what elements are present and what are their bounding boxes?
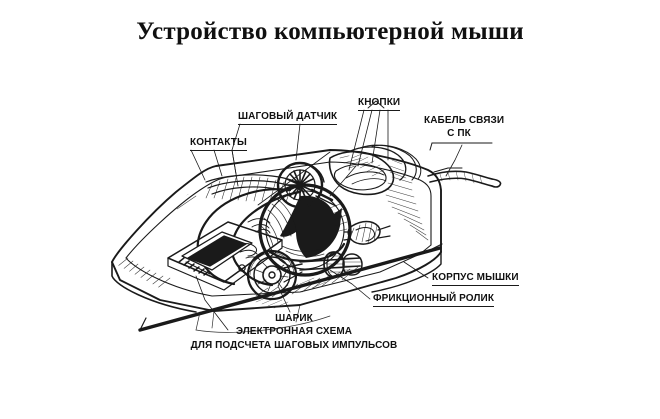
base-plate-lines <box>195 304 331 333</box>
mouse-buttons-shell <box>328 144 422 196</box>
callout-contacts: КОНТАКТЫ <box>190 137 247 151</box>
callout-cable-line2: С ПК <box>447 128 471 139</box>
encoder-slots <box>285 169 315 201</box>
callout-ball: ШАРИК <box>275 313 313 324</box>
chip-pins <box>178 257 210 276</box>
callout-stepper-sensor: ШАГОВЫЙ ДАТЧИК <box>238 111 338 125</box>
callout-mouse-housing: КОРПУС МЫШКИ <box>432 272 519 286</box>
callout-buttons: КНОПКИ <box>358 97 401 111</box>
callout-circuit-line1: ЭЛЕКТРОННАЯ СХЕМА <box>235 326 353 337</box>
board-chip <box>181 231 253 275</box>
callout-circuit-line2: ДЛЯ ПОДСЧЕТА ШАГОВЫХ ИМПУЛЬСОВ <box>190 340 398 351</box>
body-shading <box>117 153 429 298</box>
callout-cable-line1: КАБЕЛЬ СВЯЗИ <box>424 115 505 126</box>
mouse-body <box>111 149 442 313</box>
encoder-sensor <box>343 220 391 245</box>
callout-friction-roller: ФРИКЦИОННЫЙ РОЛИК <box>373 293 495 307</box>
cut-plane-line <box>138 243 443 332</box>
leader-lines <box>190 100 463 331</box>
mouse-cable <box>427 167 502 188</box>
page-title: Устройство компьютерной мыши <box>136 18 524 45</box>
